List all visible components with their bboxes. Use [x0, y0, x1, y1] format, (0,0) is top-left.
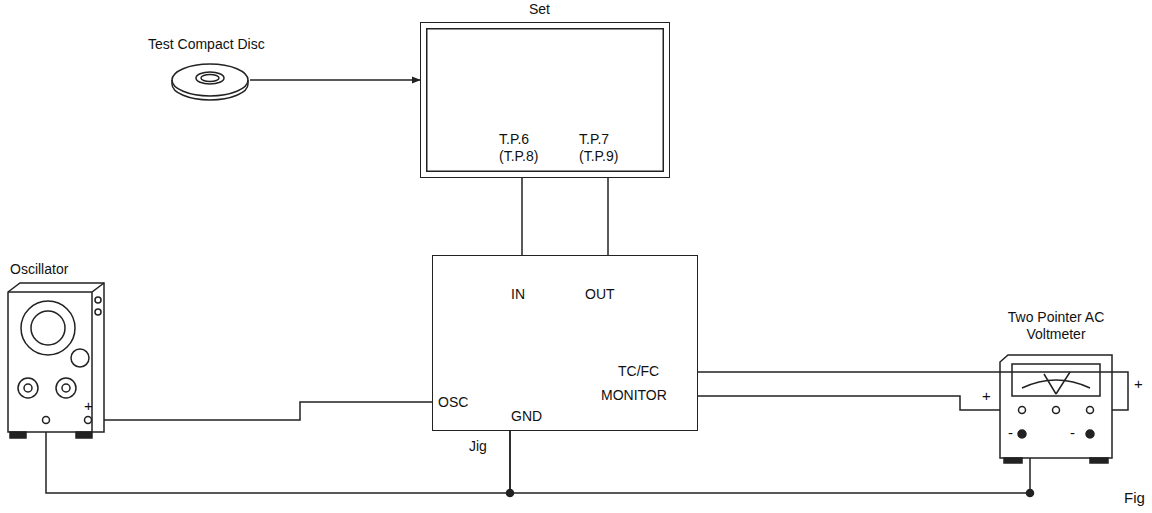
- oscillator-illustration: [8, 283, 104, 438]
- terminal-label: OSC: [438, 394, 468, 411]
- voltmeter-illustration: [1000, 355, 1112, 463]
- name-label: Two Pointer AC Voltmeter: [995, 309, 1117, 343]
- insert-arrow: [250, 79, 420, 81]
- ac-voltmeter: Two Pointer AC Voltmeter: [1000, 355, 1112, 458]
- connection-wire: [698, 396, 1000, 410]
- polarity-mark: +: [84, 398, 93, 414]
- test-point-label: T.P.6 (T.P.8): [499, 131, 553, 165]
- figure-label: Fig: [1124, 490, 1145, 506]
- connection-wire: [104, 402, 432, 420]
- polarity-mark: -: [1070, 425, 1075, 441]
- polarity-mark: +: [1134, 376, 1143, 392]
- name-label: Test Compact Disc: [148, 36, 265, 53]
- connection-wire: [521, 178, 523, 255]
- polarity-mark: +: [982, 388, 991, 404]
- connection-wire: [698, 372, 1128, 410]
- device-set: SetT.P.6 (T.P.8)T.P.7 (T.P.9): [420, 22, 670, 178]
- connection-wire: [46, 431, 510, 493]
- name-label: Oscillator: [10, 261, 68, 278]
- terminal-label: TC/FC: [618, 363, 659, 380]
- test-disc: Test Compact Disc: [170, 62, 250, 98]
- terminal-label: MONITOR: [601, 387, 667, 404]
- test-point-label: T.P.7 (T.P.9): [579, 131, 633, 165]
- terminal-label: GND: [511, 408, 542, 425]
- connection-wire: [607, 178, 609, 255]
- polarity-mark: -: [1008, 425, 1013, 441]
- test-jig: INOUTOSCTC/FCMONITORGNDJig: [432, 255, 698, 431]
- name-label: Jig: [469, 438, 487, 455]
- name-label: Set: [529, 1, 550, 18]
- compact-disc-icon: [172, 64, 248, 100]
- connection-wire: [510, 431, 1030, 493]
- terminal-label: IN: [511, 286, 525, 303]
- terminal-label: OUT: [585, 286, 615, 303]
